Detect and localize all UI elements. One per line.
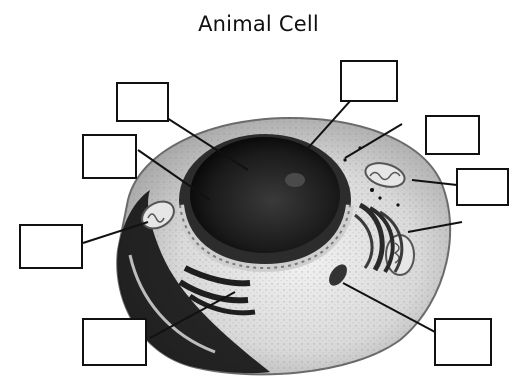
label-box-3[interactable] [425,115,480,155]
label-box-7[interactable] [82,318,147,366]
nucleus [179,134,351,268]
label-box-8[interactable] [434,318,492,366]
label-box-2[interactable] [340,60,398,102]
label-box-5[interactable] [456,168,509,206]
label-box-1[interactable] [116,82,169,122]
label-box-4[interactable] [82,134,137,179]
label-box-6[interactable] [19,224,83,269]
